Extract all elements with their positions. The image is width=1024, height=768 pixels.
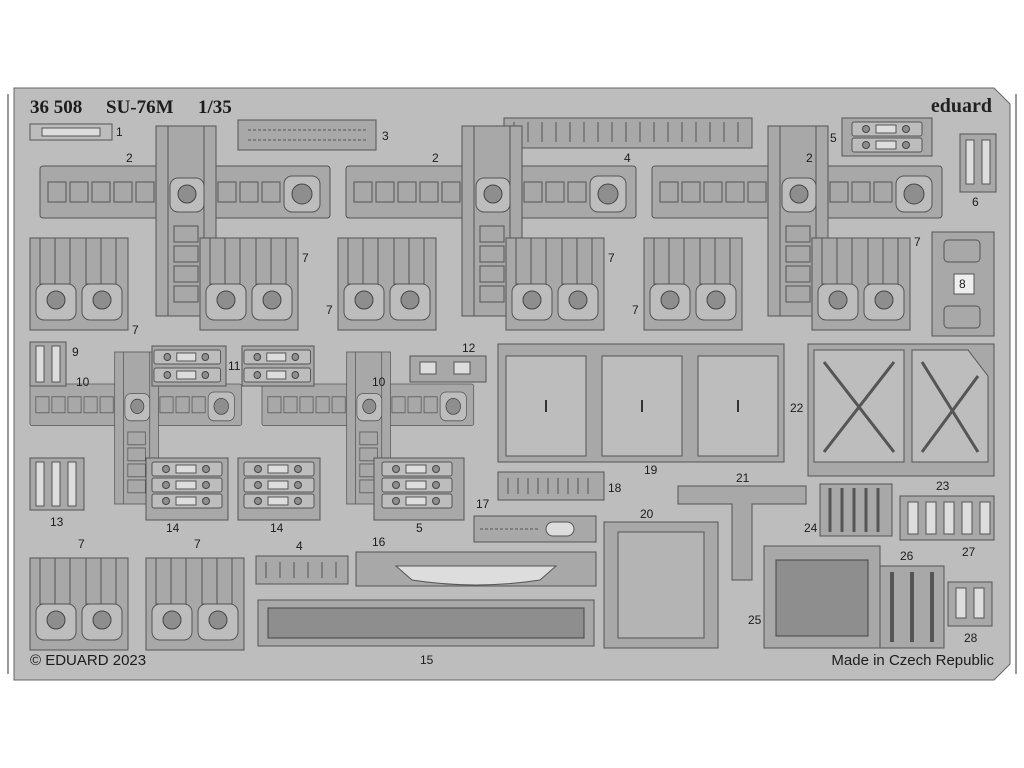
svg-text:25: 25	[748, 613, 762, 627]
part-14-b: 14	[237, 457, 321, 535]
part-9: 9	[29, 341, 79, 387]
svg-text:14: 14	[270, 521, 284, 535]
svg-text:9: 9	[72, 345, 79, 359]
svg-text:7: 7	[132, 323, 139, 337]
part-24: 24	[804, 483, 893, 537]
part-27: 27	[899, 495, 995, 559]
svg-text:7: 7	[302, 251, 309, 265]
part-18: 18	[497, 471, 622, 501]
part-12: 12	[409, 341, 487, 383]
svg-text:18: 18	[608, 481, 622, 495]
part-6: 6	[959, 133, 997, 209]
svg-text:16: 16	[372, 535, 386, 549]
part-19: 19	[497, 343, 785, 477]
svg-text:2: 2	[126, 151, 133, 165]
svg-text:26: 26	[900, 549, 914, 563]
part-7-a: 7	[29, 237, 139, 337]
part-2-a: 2	[39, 125, 331, 317]
part-21: 21	[677, 471, 807, 581]
svg-text:14: 14	[166, 521, 180, 535]
part-14-a: 14	[145, 457, 229, 535]
copyright-text: © EDUARD 2023	[30, 652, 146, 669]
part-2-b: 2	[345, 125, 637, 317]
part-4-top: 4	[503, 117, 753, 165]
brand-logo: eduard	[931, 95, 992, 117]
svg-text:5: 5	[830, 131, 837, 145]
svg-text:23: 23	[936, 479, 950, 493]
part-3: 3	[237, 119, 389, 151]
svg-text:13: 13	[50, 515, 64, 529]
svg-text:1: 1	[116, 125, 123, 139]
svg-text:12: 12	[462, 341, 476, 355]
part-16: 16	[355, 535, 597, 587]
svg-text:6: 6	[972, 195, 979, 209]
svg-text:4: 4	[296, 539, 303, 553]
part-15: 15	[257, 599, 595, 667]
kit-scale: 1/35	[198, 97, 232, 118]
part-11: 11	[151, 345, 315, 387]
origin-text: Made in Czech Republic	[831, 652, 994, 669]
svg-text:10: 10	[372, 375, 386, 389]
part-20: 20	[603, 507, 719, 649]
part-7-c: 7	[326, 237, 437, 331]
svg-text:20: 20	[640, 507, 654, 521]
part-7-g: 7	[29, 537, 129, 651]
svg-text:3: 3	[382, 129, 389, 143]
svg-text:15: 15	[420, 653, 434, 667]
svg-text:8: 8	[959, 277, 966, 291]
svg-text:22: 22	[790, 401, 804, 415]
part-7-b: 7	[199, 237, 309, 331]
part-7-f: 7	[811, 235, 921, 331]
part-17: 17	[473, 497, 597, 543]
part-13: 13	[29, 457, 85, 529]
part-22: 22 23	[790, 343, 995, 493]
part-10-b: 10	[261, 351, 475, 505]
kit-code: 36 508	[30, 97, 82, 118]
svg-text:7: 7	[914, 235, 921, 249]
part-5-top: 5	[830, 117, 933, 157]
part-10-a: 10	[29, 351, 243, 505]
svg-text:7: 7	[608, 251, 615, 265]
svg-text:4: 4	[624, 151, 631, 165]
svg-text:24: 24	[804, 521, 818, 535]
svg-text:10: 10	[76, 375, 90, 389]
svg-text:2: 2	[806, 151, 813, 165]
svg-text:7: 7	[326, 303, 333, 317]
svg-text:7: 7	[194, 537, 201, 551]
part-7-h: 7	[145, 537, 245, 651]
svg-text:5: 5	[416, 521, 423, 535]
part-25: 25	[748, 545, 881, 649]
part-5-bottom: 5	[373, 457, 465, 535]
svg-text:21: 21	[736, 471, 750, 485]
svg-text:17: 17	[476, 497, 490, 511]
part-4-bottom: 4	[255, 539, 349, 585]
part-1: 1	[29, 123, 123, 141]
svg-text:19: 19	[644, 463, 658, 477]
svg-text:28: 28	[964, 631, 978, 645]
part-7-d: 7	[505, 237, 615, 331]
svg-text:11: 11	[228, 359, 241, 373]
part-28: 28	[947, 581, 993, 645]
svg-text:7: 7	[632, 303, 639, 317]
svg-text:2: 2	[432, 151, 439, 165]
svg-text:27: 27	[962, 545, 976, 559]
part-8: 8	[931, 231, 995, 337]
svg-text:7: 7	[78, 537, 85, 551]
part-7-e: 7	[632, 237, 743, 331]
kit-model: SU-76M	[106, 97, 174, 118]
part-2-c: 2	[651, 125, 943, 317]
part-26: 26	[879, 549, 945, 649]
